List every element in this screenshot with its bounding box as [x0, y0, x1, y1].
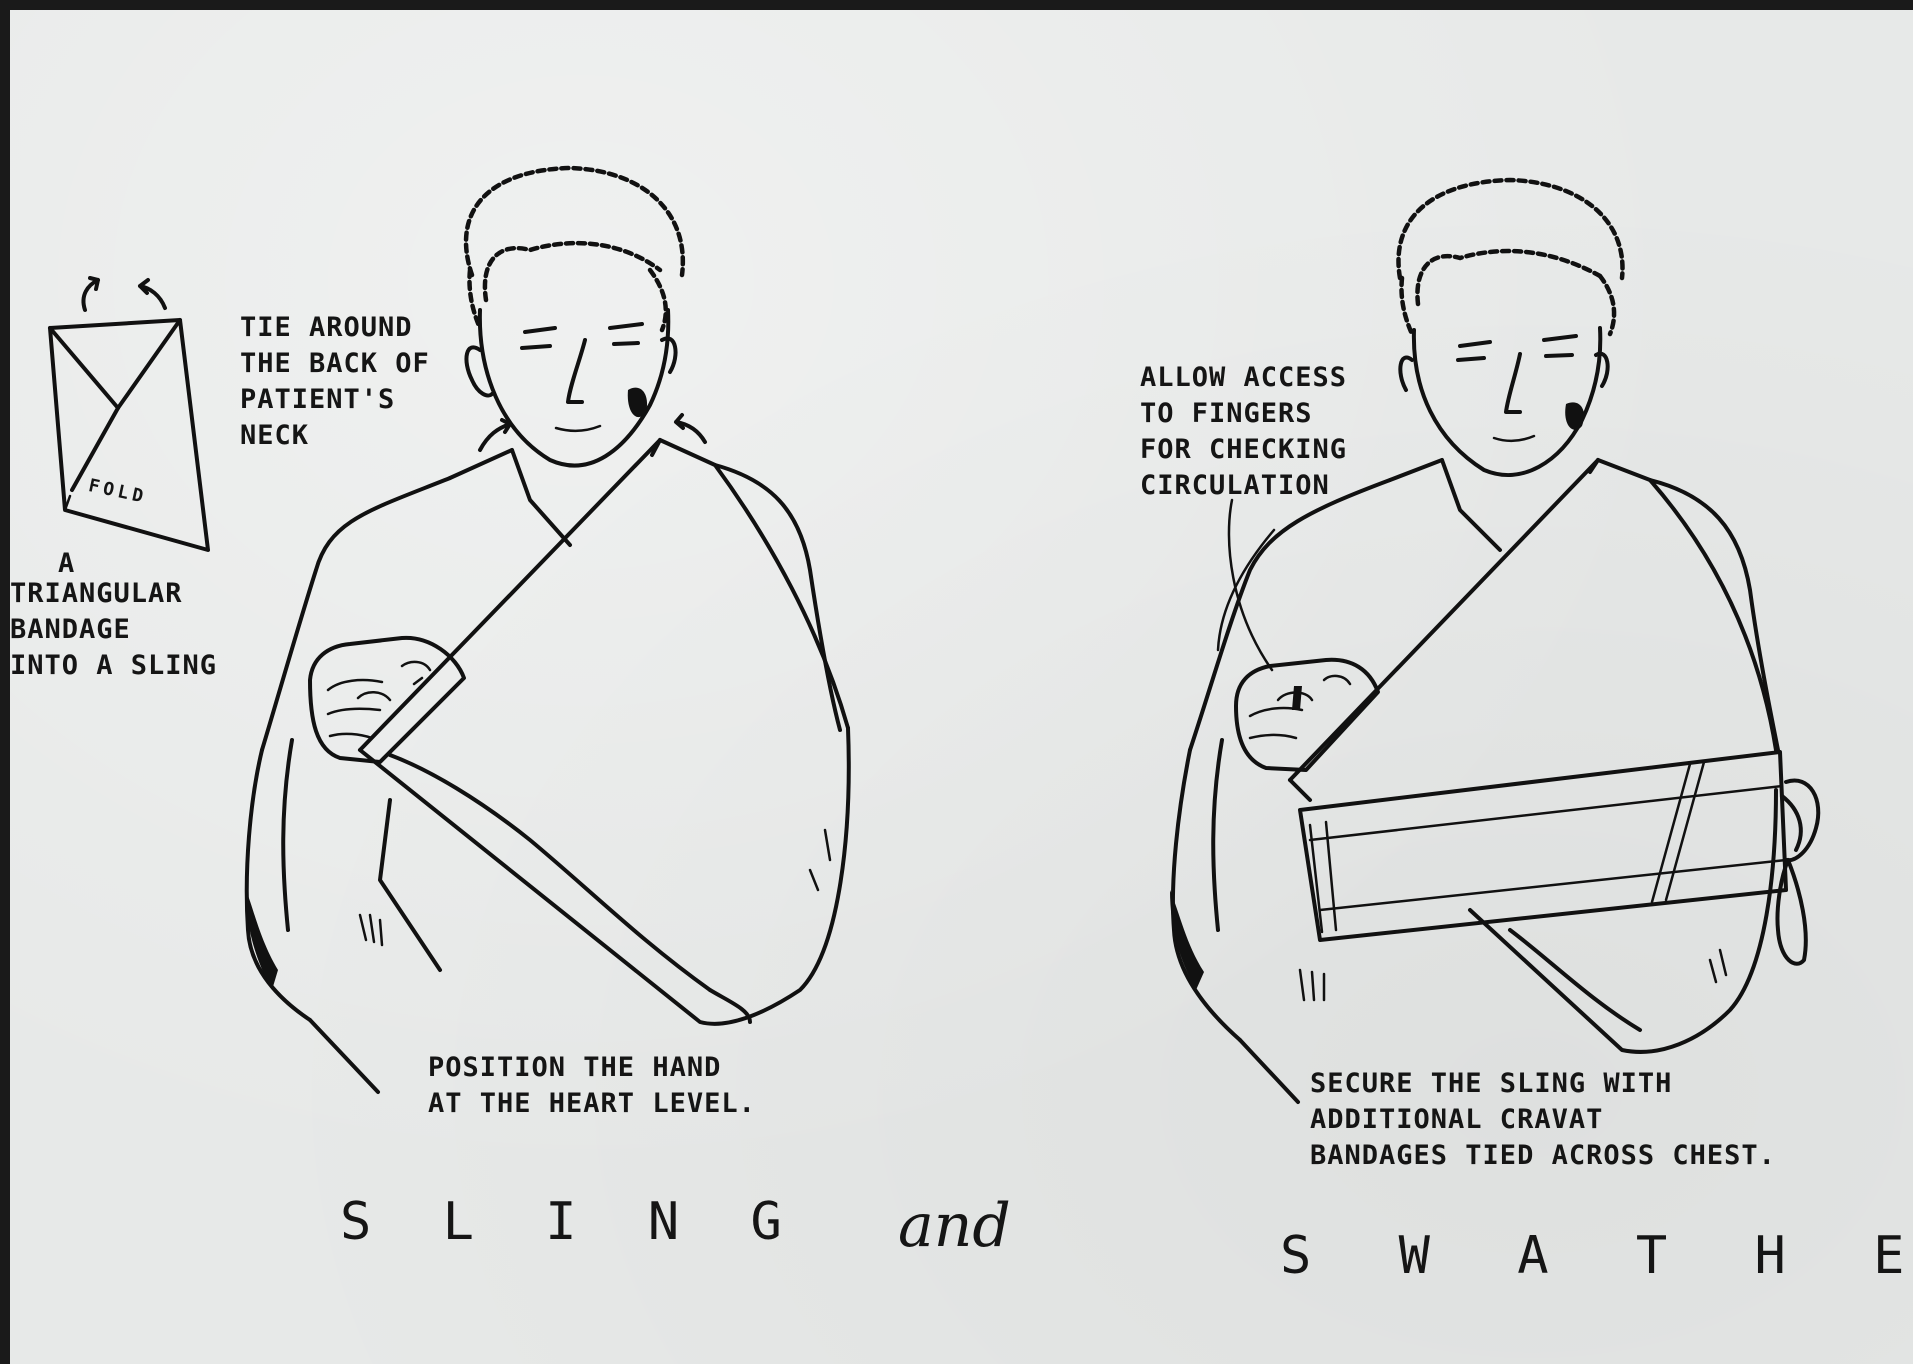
arrow-right-icon: [140, 280, 165, 308]
sling-neck-note: TIE AROUND THE BACK OF PATIENT'S NECK: [240, 310, 430, 454]
title-and: and: [898, 1196, 1011, 1256]
folded-bandage-drawing: [50, 278, 208, 550]
arrow-left-icon: [83, 278, 98, 310]
swathe-fingers-note: ALLOW ACCESS TO FINGERS FOR CHECKING CIR…: [1140, 360, 1347, 504]
swathe-figure: [1170, 180, 1818, 1102]
title-sling: S L I N G: [340, 1192, 802, 1252]
neck-tie-arrow-left-icon: [480, 420, 510, 450]
paper-page: A TRIANGULAR BANDAGE INTO A SLING FOLD T…: [10, 10, 1913, 1364]
sling-figure: [246, 168, 849, 1092]
inset-caption: TRIANGULAR BANDAGE INTO A SLING: [10, 576, 217, 684]
sling-hand-note: POSITION THE HAND AT THE HEART LEVEL.: [428, 1050, 756, 1122]
fingers-leader-line: [1229, 500, 1272, 670]
neck-tie-arrow-right-icon: [676, 415, 705, 442]
title-swathe: S W A T H E: [1280, 1226, 1913, 1286]
swathe-chest-note: SECURE THE SLING WITH ADDITIONAL CRAVAT …: [1310, 1066, 1776, 1174]
